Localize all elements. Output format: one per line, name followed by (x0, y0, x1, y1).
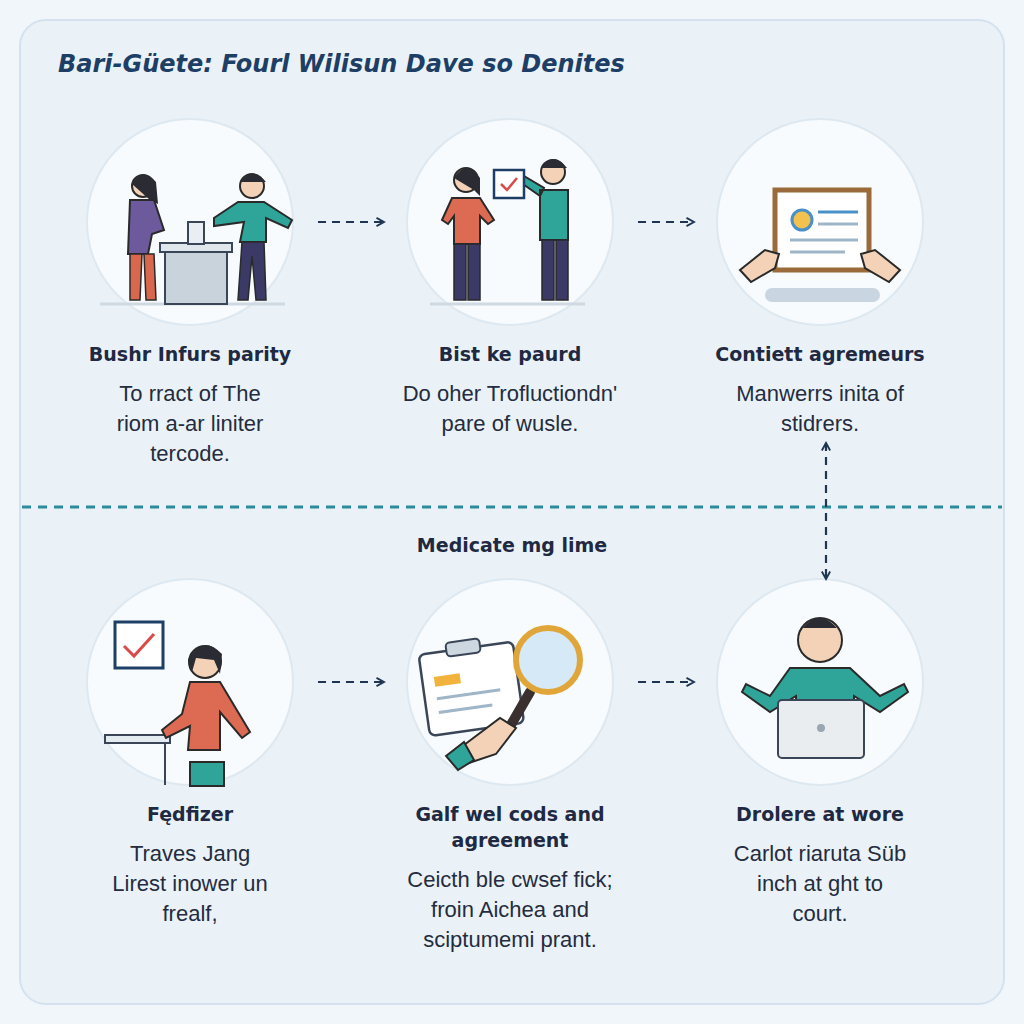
icon-circles (87, 119, 923, 785)
step-node: Bushr Infurs parity To rract of The riom … (60, 119, 320, 469)
step-text: Manwerrs inita of stidrers. (733, 379, 908, 439)
person-checkbox (105, 622, 250, 786)
step-heading: Contiett agremeurs (695, 341, 945, 367)
step-text: To rract of The riom a-ar liniter tercod… (105, 379, 275, 469)
flow-arrow (825, 443, 827, 579)
step-heading: Fędfizer (65, 801, 315, 827)
step-node: Galf wel cods and agreementCeicth ble cw… (380, 579, 640, 955)
step-text: Carlot riaruta Süb inch at ght to court. (733, 839, 908, 929)
step-node: Contiett agremeursManwerrs inita of stid… (690, 119, 950, 439)
diagram-title: Bari-Güete: Fourl Wilisun Dave so Denite… (58, 50, 625, 78)
step-text: Ceicth ble cwsef fick; froin Aichea and … (393, 865, 628, 955)
flow-arrow (318, 221, 384, 223)
divider-line (22, 506, 1002, 509)
step-heading: Drolere at wore (695, 801, 945, 827)
man-laptop (742, 618, 908, 758)
step-node: Bist ke paurd Do oher Trofluctiondn' pare… (380, 119, 640, 439)
certificate (740, 190, 900, 302)
step-text: Do oher Trofluctiondn' pare of wusle. (403, 379, 618, 439)
panel (20, 20, 1004, 1004)
flow-arrow (318, 681, 384, 683)
step-heading: Bushr Infurs parity (65, 341, 315, 367)
step-text: Traves Jang Lirest inower un frealf, (108, 839, 273, 929)
flow-arrow (638, 681, 694, 683)
step-node: FędfizerTraves Jang Lirest inower un fre… (60, 579, 320, 929)
step-node: Drolere at woreCarlot riaruta Süb inch a… (690, 579, 950, 929)
section-label: Medicate mg lime (312, 534, 712, 556)
flow-arrow (638, 221, 694, 223)
two-people (430, 159, 585, 304)
step-heading: Bist ke paurd (385, 341, 635, 367)
step-heading: Galf wel cods and agreement (403, 801, 618, 853)
clipboard-magnifier (419, 628, 580, 770)
desk-scene (100, 174, 292, 304)
